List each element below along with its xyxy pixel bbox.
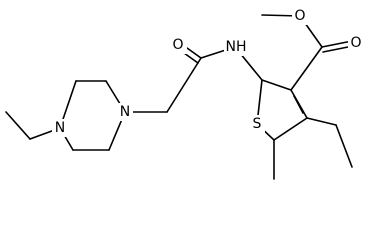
- atom-label: N: [120, 104, 130, 120]
- atom-label: NH: [226, 39, 247, 55]
- atom-O-amide-carbonyl: O: [170, 36, 187, 54]
- bond: [166, 57, 202, 113]
- atom-NH-amide: NH: [224, 38, 248, 56]
- molecule-drawing: N N O NH O O S: [5, 7, 365, 180]
- bond-double: [321, 40, 353, 48]
- bond: [290, 46, 323, 91]
- bond: [306, 117, 337, 126]
- structure-diagram: N N O NH O O S: [5, 7, 365, 180]
- atom-label-layer: N N O NH O O S: [52, 7, 365, 137]
- atom-O-ester-carbonyl: O: [348, 34, 365, 52]
- atom-N-piperazine-ethyl: N: [52, 119, 68, 137]
- bond: [261, 79, 292, 91]
- atom-S-thiophene: S: [250, 115, 265, 133]
- atom-label: O: [350, 35, 361, 51]
- atom-label: O: [294, 8, 305, 24]
- bond: [335, 124, 353, 168]
- atom-label: O: [172, 37, 183, 53]
- bond: [5, 111, 31, 140]
- atom-label: S: [253, 116, 262, 132]
- atom-label: N: [55, 120, 65, 136]
- bond: [273, 117, 308, 141]
- atom-O-ester-methoxy: O: [292, 7, 309, 25]
- atom-N-piperazine-acyl: N: [117, 103, 133, 121]
- bond-double: [293, 95, 304, 114]
